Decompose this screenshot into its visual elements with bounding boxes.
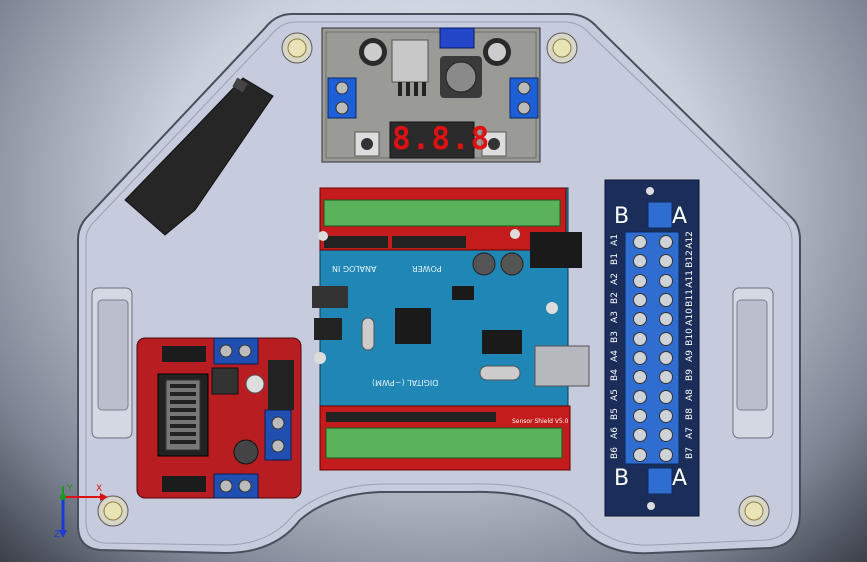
terminal-bottom-left-letter: B: [614, 466, 630, 491]
terminal-label-left: B2: [610, 292, 620, 304]
terminal-screw: [659, 370, 673, 385]
battery-holder: [124, 77, 274, 236]
terminal-screw: [659, 351, 673, 365]
terminal-screw: [633, 235, 647, 249]
terminal-label-left: A2: [610, 272, 620, 285]
terminal-label-left: A4: [610, 350, 620, 362]
terminal-screw: [633, 370, 647, 385]
terminal-label-right: A8: [685, 388, 695, 401]
side-clip-right: [732, 287, 774, 439]
motor-driver-board: [136, 337, 302, 499]
terminal-bottom-right-letter: A: [672, 466, 688, 491]
terminal-top-left-letter: B: [614, 204, 630, 229]
arduino-shield-stack: [312, 187, 590, 471]
axis-triad: X Y Z: [50, 484, 110, 544]
triad-graphic: [59, 486, 108, 538]
buck-display-readout: 8.8.8: [392, 121, 491, 157]
side-clip-left: [91, 287, 133, 439]
terminal-label-right: A10: [685, 308, 695, 327]
terminal-screw: [659, 428, 673, 443]
terminal-label-left: B3: [610, 330, 620, 343]
terminal-label-right: A12: [685, 231, 695, 249]
terminal-label-right: B7: [685, 446, 695, 459]
terminal-label-left: A6: [610, 427, 620, 440]
terminal-top-right-letter: A: [672, 204, 688, 229]
silk-digital: DIGITAL (~PWM): [372, 378, 439, 387]
terminal-screw: [633, 273, 647, 288]
terminal-screw: [659, 409, 673, 423]
terminal-screw: [633, 293, 647, 307]
terminal-label-left: B5: [610, 408, 620, 420]
terminal-label-left: B1: [610, 253, 620, 266]
terminal-screw: [659, 447, 673, 462]
mounting-holes: [97, 32, 770, 527]
terminal-screw: [633, 389, 647, 404]
terminal-label-left: B6: [610, 446, 620, 459]
terminal-screw: [659, 389, 673, 404]
terminal-label-right: A7: [685, 427, 695, 440]
terminal-screw: [633, 409, 647, 423]
triad-y-label: Y: [67, 484, 73, 494]
terminal-screw: [633, 331, 647, 346]
terminal-screw: [659, 312, 673, 327]
terminal-screw: [659, 235, 673, 249]
silk-analog-in: ANALOG IN: [332, 264, 377, 273]
terminal-screw: [633, 447, 647, 462]
silk-sensor-shield: Sensor Shield V5.0: [512, 418, 569, 425]
terminal-label-right: A9: [685, 350, 695, 362]
terminal-label-right: B12: [685, 250, 695, 269]
terminal-screw: [659, 331, 673, 346]
terminal-label-right: A11: [685, 269, 695, 288]
silk-power: POWER: [412, 264, 442, 273]
enclosure-inner-edge: [85, 21, 793, 546]
terminal-screw: [633, 428, 647, 443]
terminal-screw: [659, 273, 673, 288]
triad-z-label: Z: [54, 530, 61, 540]
terminal-block-board: [604, 179, 700, 517]
terminal-screw: [633, 312, 647, 327]
terminal-label-right: B9: [685, 369, 695, 382]
terminal-screw: [633, 254, 647, 269]
triad-x-label: X: [96, 484, 103, 494]
terminal-screw: [659, 293, 673, 307]
buck-converter-board: [321, 27, 541, 163]
terminal-screw: [633, 351, 647, 365]
terminal-label-right: B10: [685, 327, 695, 346]
terminal-label-left: A5: [610, 388, 620, 401]
terminal-label-right: B8: [685, 408, 695, 420]
terminal-label-right: B11: [685, 289, 695, 307]
terminal-label-left: A3: [610, 311, 620, 324]
terminal-screw: [659, 254, 673, 269]
terminal-screws: [625, 232, 679, 464]
terminal-label-left: B4: [610, 369, 620, 382]
terminal-label-left: A1: [610, 234, 620, 246]
